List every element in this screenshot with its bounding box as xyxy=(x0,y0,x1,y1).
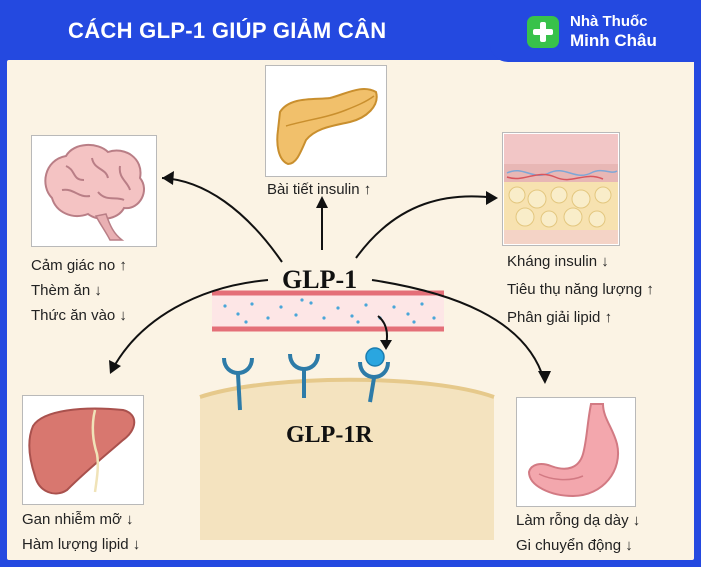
liver-icon xyxy=(28,407,136,495)
stomach-icon xyxy=(527,403,620,498)
liver-effect-2: Hàm lượng lipid ↓ xyxy=(22,536,141,553)
pancreas-card xyxy=(265,65,387,177)
fat-tissue-card xyxy=(502,132,620,246)
arrows xyxy=(111,177,545,381)
liver-effect-1: Gan nhiễm mỡ ↓ xyxy=(22,511,134,528)
receptor-icons xyxy=(222,353,390,411)
fat-tissue-icon xyxy=(504,134,618,244)
cell-body xyxy=(200,379,494,540)
glp1-label: GLP-1 xyxy=(282,265,358,294)
blood-vessel xyxy=(212,293,444,329)
stomach-card xyxy=(516,397,636,507)
fat-effect-3: Phân giải lipid ↑ xyxy=(507,309,613,326)
pharmacy-cross-icon xyxy=(527,16,559,48)
brand-name-line2: Minh Châu xyxy=(570,31,657,50)
glp1-molecules xyxy=(223,298,436,324)
brain-effect-2: Thèm ăn ↓ xyxy=(31,282,102,299)
pancreas-effect: Bài tiết insulin ↑ xyxy=(267,181,372,198)
stomach-effect-2: Gi chuyển động ↓ xyxy=(516,537,633,554)
brain-card xyxy=(31,135,157,247)
brain-effect-3: Thức ăn vào ↓ xyxy=(31,307,127,324)
page-title: CÁCH GLP-1 GIÚP GIẢM CÂN xyxy=(68,18,387,43)
brand-area xyxy=(490,0,701,62)
stomach-effect-1: Làm rỗng dạ dày ↓ xyxy=(516,512,641,529)
glp1r-label: GLP-1R xyxy=(286,422,373,448)
pancreas-icon xyxy=(276,88,378,166)
brain-effect-1: Cảm giác no ↑ xyxy=(31,257,127,274)
cell-membrane xyxy=(199,377,495,399)
fat-effect-1: Kháng insulin ↓ xyxy=(507,253,609,270)
brain-icon xyxy=(44,144,145,241)
bound-glp1-molecule xyxy=(365,347,385,367)
fat-effect-2: Tiêu thụ năng lượng ↑ xyxy=(507,281,654,298)
liver-card xyxy=(22,395,144,505)
brand-name-line1: Nhà Thuốc xyxy=(570,13,648,30)
arrowheads xyxy=(109,171,551,384)
title-bar xyxy=(0,0,480,60)
